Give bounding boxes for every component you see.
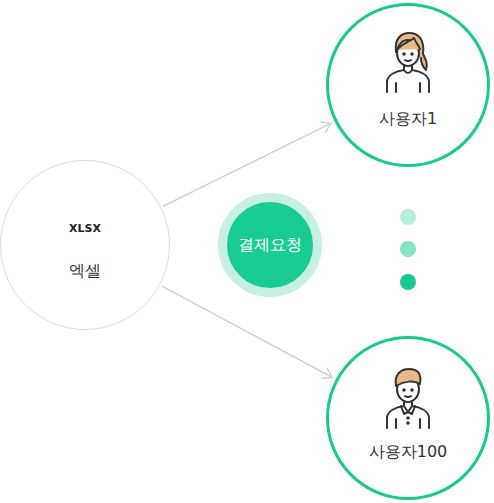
node-circle: XLSX 엑셀 [0, 160, 170, 330]
node-circle: 사용자1 [326, 3, 490, 167]
female-user-icon [387, 33, 429, 92]
progress-dot [400, 241, 416, 257]
connector-line [162, 286, 332, 377]
arrow-head [321, 368, 332, 379]
progress-dot [400, 274, 416, 290]
connector-arrow [162, 286, 332, 378]
node-circle: 사용자100 [326, 336, 490, 500]
node-label: 사용자100 [369, 442, 448, 462]
action-circle: 결제요청 [218, 193, 322, 297]
arrow-head [320, 122, 331, 133]
file-type-label: XLSX [69, 220, 101, 237]
progress-dot [400, 209, 416, 225]
connector-arrow [163, 122, 331, 207]
male-user-icon [387, 369, 429, 428]
node-label: 엑셀 [69, 261, 101, 281]
connector-line [163, 123, 331, 206]
node-label: 결제요청 [238, 235, 302, 255]
node-label: 사용자1 [379, 109, 437, 129]
